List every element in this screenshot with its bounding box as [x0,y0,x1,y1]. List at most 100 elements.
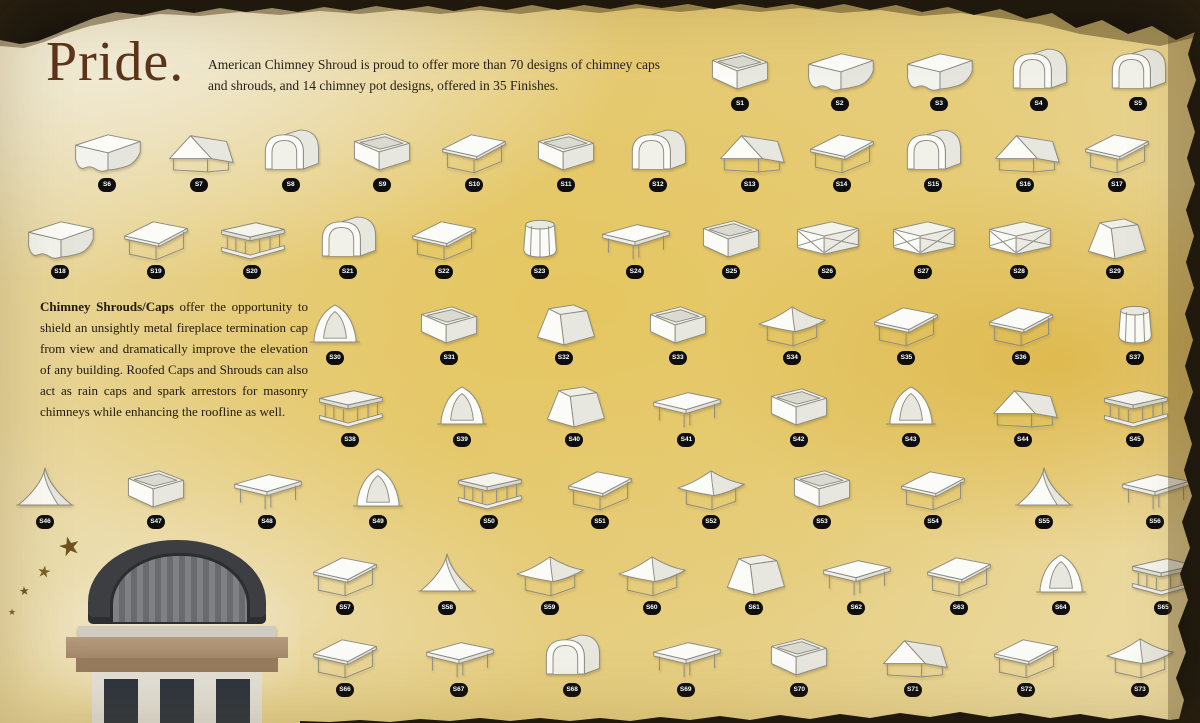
cap-item-s64: S64 [1021,548,1101,615]
cap-item-s1: S1 [700,44,780,111]
arch-cap-icon [885,386,936,425]
cap-number-badge: S55 [1035,515,1053,529]
cap-item-s21: S21 [308,212,388,279]
taper-cap-icon [536,304,595,346]
hip-cap-icon [994,639,1059,679]
cap-number-badge: S24 [626,265,645,279]
cap-number-badge: S32 [554,351,573,365]
cap-number-badge: S39 [453,433,472,447]
cap-number-badge: S43 [901,433,920,447]
box-cap-icon [793,470,851,508]
cap-number-badge: S65 [1154,601,1172,615]
hip-cap-icon [313,557,377,597]
chimney-crown [66,637,288,658]
cap-item-s16: S16 [985,125,1065,192]
cap-number-badge: S21 [338,265,357,279]
chimney-shaft [92,672,262,723]
drape-cap-icon [28,221,94,259]
cap-item-s17: S17 [1077,125,1157,192]
taper-cap-icon [1087,218,1146,260]
barrel-cap-icon [907,129,962,170]
cap-item-s61: S61 [714,548,794,615]
hip-cap-icon [1085,134,1149,174]
barrel-cap-icon [1012,48,1067,89]
barrel-cap-icon [264,129,319,170]
pot-cap-icon [522,219,557,258]
cap-number-badge: S25 [722,265,741,279]
cap-item-s50: S50 [449,462,529,529]
cap-item-s54: S54 [893,462,973,529]
taper-cap-icon [726,554,785,596]
cap-number-badge: S18 [51,265,69,279]
cap-item-s27: S27 [883,212,963,279]
pagoda-cap-icon [677,470,745,511]
cap-number-badge: S30 [326,351,344,365]
cap-number-badge: S12 [648,178,667,192]
cap-item-s4: S4 [999,44,1079,111]
cap-number-badge: S37 [1125,351,1144,365]
barrel-cap-icon [546,634,601,675]
cap-item-s71: S71 [873,630,953,697]
cap-number-badge: S42 [789,433,808,447]
drape-cap-icon [75,134,141,172]
hip-cap-icon [313,639,377,679]
cap-item-s63: S63 [919,548,999,615]
drape-cap-icon [807,53,874,91]
cap-item-s10: S10 [434,125,514,192]
cap-number-badge: S64 [1051,601,1070,615]
arch-cap-icon [1035,554,1086,593]
cap-number-badge: S19 [146,265,165,279]
cap-number-badge: S59 [540,601,559,615]
cap-number-badge: S34 [783,351,802,365]
box-cap-icon [649,306,706,344]
cap-number-badge: S50 [480,515,498,529]
cap-number-badge: S48 [258,515,276,529]
hip-cap-icon [988,307,1053,347]
cap-item-s9: S9 [342,125,422,192]
gable-cap-icon [992,390,1058,428]
cap-number-badge: S1 [731,97,749,111]
temple-cap-icon [458,472,522,510]
cap-item-s2: S2 [800,44,880,111]
hip-cap-icon [411,221,476,261]
flat-cap-icon [234,474,302,510]
cap-item-s53: S53 [782,462,862,529]
cap-item-s41: S41 [646,380,726,447]
cap-number-badge: S66 [336,683,354,697]
cap-number-badge: S40 [565,433,584,447]
cap-number-badge: S54 [924,515,942,529]
cap-number-badge: S16 [1016,178,1035,192]
body-paragraph: Chimney Shrouds/Caps offer the opportuni… [40,296,308,422]
cap-item-s68: S68 [532,630,612,697]
cap-number-badge: S61 [745,601,763,615]
tent-cap-icon [1015,467,1073,506]
cap-number-badge: S36 [1011,351,1030,365]
hood-base-rim [78,626,276,637]
cap-item-s15: S15 [893,125,973,192]
cap-item-s37: S37 [1095,298,1175,365]
cap-number-badge: S2 [830,97,849,111]
cap-item-s35: S35 [866,298,946,365]
cap-number-badge: S33 [668,351,687,365]
barrel-cap-icon [631,129,686,170]
box-cap-icon [770,388,827,426]
hip-cap-icon [809,134,874,174]
cap-item-s6: S6 [67,125,147,192]
cap-item-s45: S45 [1095,380,1175,447]
cap-number-badge: S3 [930,97,948,111]
cap-item-s49: S49 [338,462,418,529]
cap-item-s60: S60 [612,548,692,615]
arch-cap-icon [352,468,404,507]
cap-number-badge: S22 [434,265,453,279]
pagoda-cap-icon [1106,638,1174,679]
box-cap-icon [127,470,185,508]
cap-item-s23: S23 [500,212,580,279]
hip-cap-icon [901,471,965,511]
cap-item-s19: S19 [116,212,196,279]
cap-item-s59: S59 [510,548,590,615]
cap-number-badge: S60 [642,601,661,615]
